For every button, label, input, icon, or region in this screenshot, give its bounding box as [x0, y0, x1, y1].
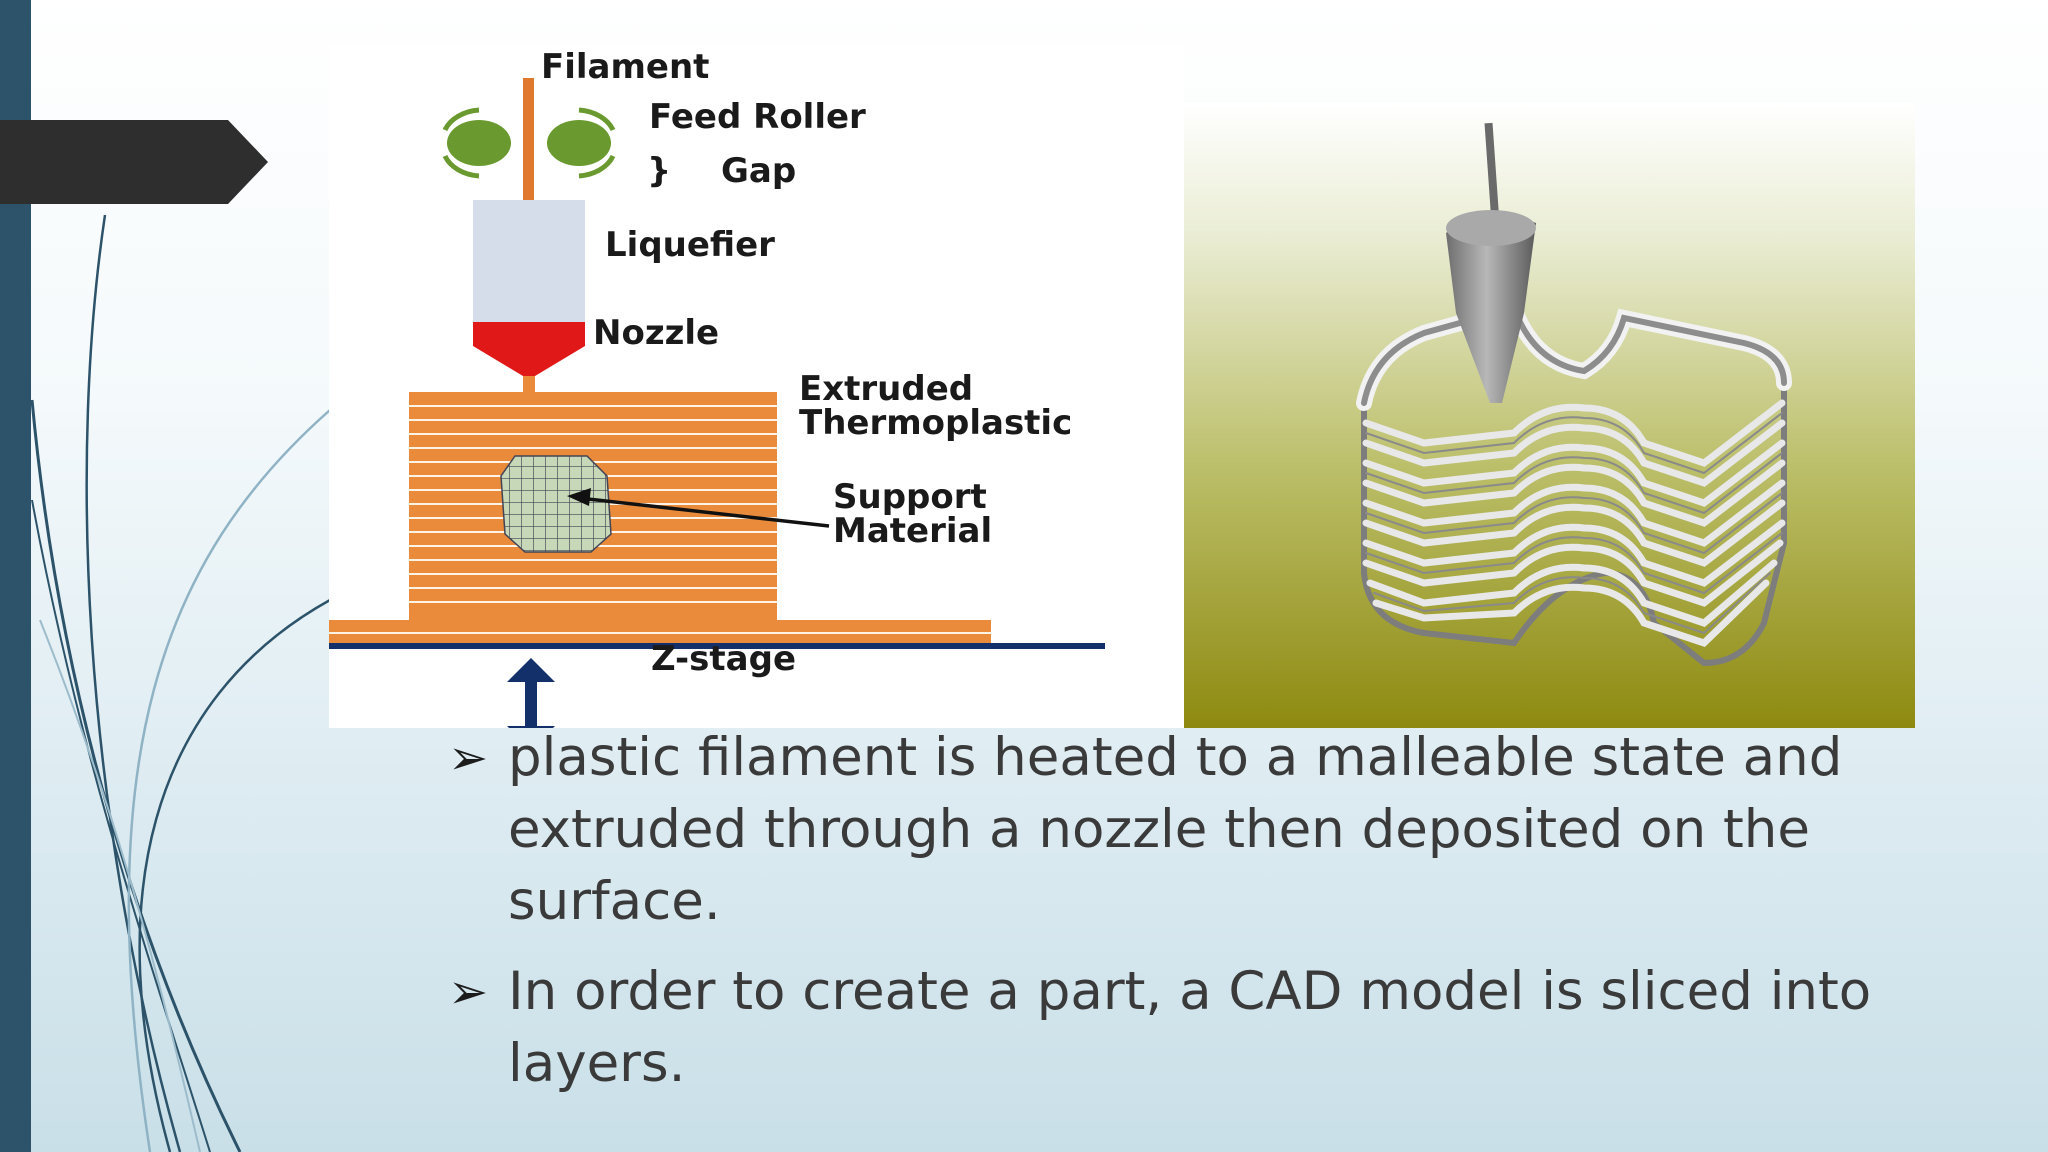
label-z-stage: Z-stage — [651, 639, 796, 679]
printed-part-rendering — [1184, 103, 1915, 728]
bullet-item: ➢ plastic filament is heated to a mallea… — [448, 722, 1888, 938]
print-nozzle — [1446, 122, 1536, 403]
label-gap-brace: } — [647, 151, 671, 191]
bullet-text: In order to create a part, a CAD model i… — [508, 961, 1872, 1094]
arrow-bullet-icon: ➢ — [448, 730, 489, 786]
arrow-bullet-icon: ➢ — [448, 964, 489, 1020]
bullet-list: ➢ plastic filament is heated to a mallea… — [448, 722, 1888, 1118]
label-thermoplastic: Thermoplastic — [799, 403, 1072, 443]
support-pointer-arrow — [567, 488, 830, 528]
liquefier-block — [473, 200, 585, 322]
label-support: Support — [833, 477, 987, 517]
nozzle-shape — [473, 322, 585, 376]
decorative-swooshes — [30, 214, 331, 1152]
fdm-process-diagram: Filament Feed Roller } Gap Liquefier Noz… — [329, 46, 1184, 728]
label-gap: Gap — [721, 151, 796, 191]
bullet-item: ➢ In order to create a part, a CAD model… — [448, 956, 1888, 1100]
label-liquefier: Liquefier — [605, 225, 775, 265]
extruded-part — [329, 392, 1105, 649]
label-filament: Filament — [541, 47, 709, 87]
label-nozzle: Nozzle — [593, 313, 719, 353]
filament-strand — [523, 78, 534, 200]
bullet-text: plastic filament is heated to a malleabl… — [508, 727, 1843, 932]
support-material — [500, 455, 612, 553]
z-stage-arrow-icon — [507, 658, 555, 728]
label-material: Material — [833, 511, 992, 551]
title-arrow-tab — [0, 120, 268, 204]
label-feed-roller: Feed Roller — [649, 97, 866, 137]
layered-walls — [1356, 298, 1792, 667]
label-extruded: Extruded — [799, 369, 973, 409]
feed-roller-icon — [442, 107, 616, 179]
